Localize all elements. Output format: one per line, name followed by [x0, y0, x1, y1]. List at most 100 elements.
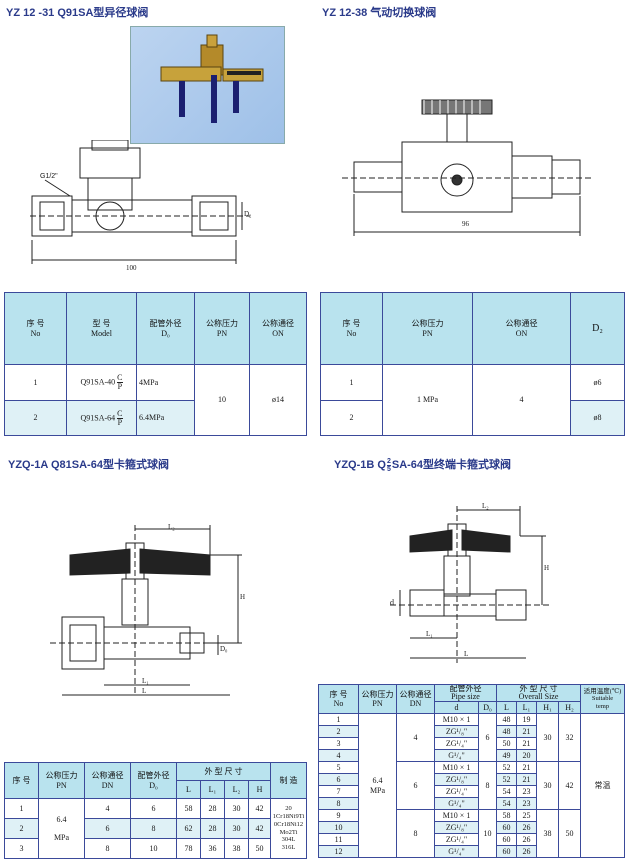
- row10-no: 10: [318, 821, 359, 834]
- panel3-title: YZQ-1A Q81SA-64型卡箍式球阀: [8, 459, 169, 471]
- row7-d: ZG¹/₄": [434, 785, 479, 798]
- panel4-drawing: L₂ H d L₁ L: [370, 498, 580, 673]
- dim-l: L: [142, 687, 147, 695]
- dim-length: 100: [126, 264, 137, 272]
- row1-no: 1: [318, 713, 359, 726]
- row6-l1: 21: [516, 773, 537, 786]
- row1-d: M10 × 1: [434, 713, 479, 726]
- group2-dn: 6: [396, 761, 435, 810]
- row2-dn: 6: [84, 818, 131, 839]
- materials: 20 1Cr18Ni9Ti 0Cr18Ni12 Mo2Ti 304L 316L: [270, 798, 307, 859]
- row5-l1: 21: [516, 761, 537, 774]
- pn-value: 1 MPa: [382, 364, 473, 436]
- dim-d0: D₀: [220, 645, 228, 653]
- row2-no: 2: [320, 400, 383, 436]
- dim-l2: L₂: [168, 523, 175, 531]
- group1-h1: 30: [536, 713, 559, 762]
- row2-l: 48: [496, 725, 517, 738]
- panel1-drawing: G1/2" D₂ 100: [10, 139, 300, 290]
- row11-l1: 26: [516, 833, 537, 846]
- valve-photo: [130, 26, 285, 144]
- row1-l1: 28: [200, 798, 225, 819]
- row1-l: 58: [176, 798, 201, 819]
- row10-d: ZG¹/₈": [434, 821, 479, 834]
- th-l: L: [176, 780, 201, 799]
- row6-d: ZG¹/₈": [434, 773, 479, 786]
- row2-no: 2: [4, 818, 39, 839]
- th-no: 序 号: [4, 762, 39, 799]
- valve-photo-art: [160, 34, 264, 123]
- row11-l: 60: [496, 833, 517, 846]
- row4-d: G¹/₄": [434, 749, 479, 762]
- row7-l: 54: [496, 785, 517, 798]
- row10-l: 60: [496, 821, 517, 834]
- group2-d0: 8: [478, 761, 497, 810]
- dim-d: d: [390, 598, 394, 607]
- row2-d2: ø8: [570, 400, 625, 436]
- row1-od: 4MPa: [136, 364, 195, 401]
- row1-d2: ø6: [570, 364, 625, 401]
- row8-no: 8: [318, 797, 359, 810]
- group2-h1: 30: [536, 761, 559, 810]
- row1-no: 1: [320, 364, 383, 401]
- row2-od: 6.4MPa: [136, 400, 195, 436]
- group1-h2: 32: [557, 713, 582, 762]
- th-dim: 外 型 尺 寸: [176, 762, 271, 781]
- row1-no: 1: [4, 798, 39, 819]
- group3-h1: 38: [536, 809, 559, 858]
- row1-no: 1: [4, 364, 67, 401]
- th-mat: 制 造: [270, 762, 307, 799]
- row2-l1: 28: [200, 818, 225, 839]
- dim-l1: L₁: [426, 630, 433, 638]
- row5-l: 52: [496, 761, 517, 774]
- row5-d: M10 × 1: [434, 761, 479, 774]
- dim-h: H: [544, 564, 550, 572]
- dim-g: G1/2": [40, 173, 58, 180]
- row8-l1: 23: [516, 797, 537, 810]
- row4-l: 49: [496, 749, 517, 762]
- row2-l: 62: [176, 818, 201, 839]
- row8-l: 54: [496, 797, 517, 810]
- th-d: d: [434, 701, 479, 714]
- group3-dn: 8: [396, 809, 435, 858]
- row7-l1: 23: [516, 785, 537, 798]
- panel2-drawing: 96: [332, 90, 612, 245]
- row3-d: ZG¹/₄": [434, 737, 479, 750]
- row12-l1: 26: [516, 845, 537, 858]
- row1-od: 6: [130, 798, 177, 819]
- row9-l: 58: [496, 809, 517, 822]
- row9-l1: 25: [516, 809, 537, 822]
- dim-l2: L₂: [482, 502, 489, 510]
- th-l1: L₁: [516, 701, 537, 714]
- dn-value: 4: [472, 364, 571, 436]
- pn-value: 10: [194, 364, 250, 436]
- row2-no: 2: [318, 725, 359, 738]
- row7-no: 7: [318, 785, 359, 798]
- row1-l1: 19: [516, 713, 537, 726]
- row6-no: 6: [318, 773, 359, 786]
- row3-l1: 36: [200, 838, 225, 859]
- dim-l: L: [464, 650, 469, 658]
- row2-no: 2: [4, 400, 67, 436]
- row1-dn: 4: [84, 798, 131, 819]
- row1-l: 48: [496, 713, 517, 726]
- row1-h: 42: [248, 798, 271, 819]
- row11-d: ZG¹/₄": [434, 833, 479, 846]
- row8-d: G¹/₄": [434, 797, 479, 810]
- row3-l: 50: [496, 737, 517, 750]
